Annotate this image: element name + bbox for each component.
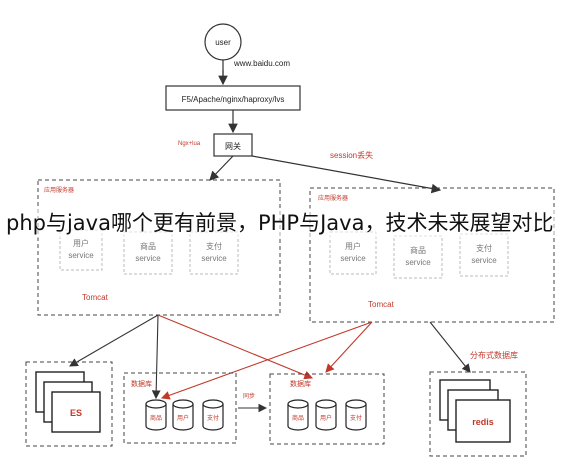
left-to-db-left-edge xyxy=(151,314,161,400)
right-tomcat-label: Tomcat xyxy=(368,300,395,309)
gateway-label: 网关 xyxy=(225,141,241,151)
db-right-user-label: 用户 xyxy=(320,414,332,422)
overlay-title: php与java哪个更有前景，PHP与Java，技术未来展望对比 xyxy=(6,208,558,238)
db-right-container xyxy=(269,373,385,445)
left-goods-service-sub: service xyxy=(135,254,161,263)
left-pay-service-box xyxy=(189,231,239,275)
db-left-pay: 支付 xyxy=(202,399,224,431)
left-group-label: 应用服务器 xyxy=(44,186,74,194)
redis-label: redis xyxy=(472,417,494,427)
right-pay-service-box xyxy=(459,233,509,277)
gateway-tag: Ngx+lua xyxy=(178,141,201,147)
db-right-user: 用户 xyxy=(315,399,337,431)
left-goods-service-box xyxy=(123,231,173,275)
right-goods-service-name: 商品 xyxy=(410,245,426,255)
gateway-to-left-edge xyxy=(209,155,234,181)
right-pay-service-name: 支付 xyxy=(476,243,492,253)
right-to-db-right-edge xyxy=(325,321,373,373)
left-to-es-edge xyxy=(69,314,159,367)
right-goods-service-sub: service xyxy=(405,258,431,267)
db-right-pay: 支付 xyxy=(345,399,367,431)
left-user-service-sub: service xyxy=(68,251,94,260)
right-cluster xyxy=(309,187,555,323)
left-to-db-right-edge xyxy=(157,314,314,380)
db-left-user: 用户 xyxy=(172,399,194,431)
load-balancer-label: F5/Apache/nginx/haproxy/lvs xyxy=(182,95,285,104)
right-user-service-box xyxy=(329,231,377,275)
db-left-product: 商品 xyxy=(145,399,167,431)
user-label: user xyxy=(215,38,231,47)
sync-label: 同步 xyxy=(243,392,255,400)
gateway-to-right-edge xyxy=(251,155,442,194)
right-pay-service-sub: service xyxy=(471,256,497,265)
left-user-service-name: 用户 xyxy=(73,238,89,248)
session-loss-label: session丢失 xyxy=(330,150,373,160)
db-left-product-label: 商品 xyxy=(150,414,162,422)
left-tomcat-label: Tomcat xyxy=(82,293,109,302)
dist-cache-label: 分布式数据库 xyxy=(470,350,518,360)
right-user-service-sub: service xyxy=(340,254,366,263)
db-right-product: 商品 xyxy=(287,399,309,431)
right-to-redis-edge xyxy=(429,321,471,373)
right-user-service-name: 用户 xyxy=(345,241,361,251)
right-to-db-left-edge xyxy=(160,321,373,400)
left-pay-service-name: 支付 xyxy=(206,241,222,251)
es-label: ES xyxy=(70,408,82,418)
left-pay-service-sub: service xyxy=(201,254,227,263)
redis-container xyxy=(429,371,527,457)
es-container xyxy=(25,361,113,447)
left-goods-service-name: 商品 xyxy=(140,241,156,251)
db-left-title: 数据库 xyxy=(131,379,152,388)
right-goods-service-box xyxy=(393,235,443,279)
db-left-pay-label: 支付 xyxy=(207,414,219,422)
db-right-product-label: 商品 xyxy=(292,414,304,422)
redis-card-front xyxy=(455,399,511,443)
url-label: www.baidu.com xyxy=(233,59,290,68)
es-card-front xyxy=(51,391,101,433)
db-right-title: 数据库 xyxy=(290,379,311,388)
right-group-label: 应用服务器 xyxy=(318,194,348,202)
db-left-user-label: 用户 xyxy=(177,414,189,422)
db-right-pay-label: 支付 xyxy=(350,414,362,422)
db-left-container xyxy=(123,372,237,444)
